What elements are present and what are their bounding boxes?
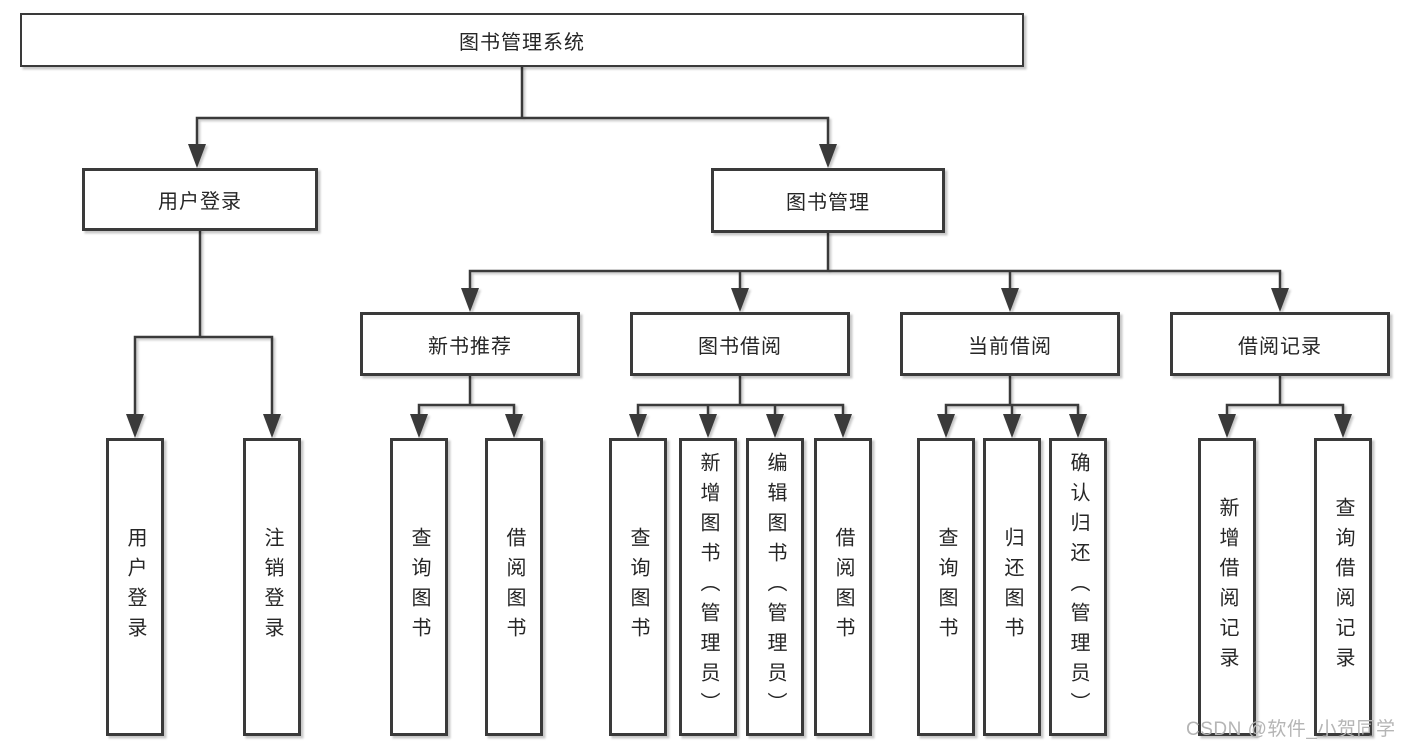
arrow-icon <box>1218 414 1236 438</box>
leaf-label: 用户登录 <box>124 527 146 647</box>
arrow-icon <box>461 288 479 312</box>
node-book-borrowing: 图书借阅 <box>630 312 850 376</box>
arrow-icon <box>505 414 523 438</box>
leaf-add-books-admin: 新增图书（管理员） <box>679 438 737 736</box>
leaf-user-login: 用户登录 <box>106 438 164 736</box>
leaf-current-query-books: 查询图书 <box>917 438 975 736</box>
leaf-edit-books-admin: 编辑图书（管理员） <box>746 438 804 736</box>
leaf-newrec-borrow-books: 借阅图书 <box>485 438 543 736</box>
leaf-label: 新增图书（管理员） <box>697 452 719 722</box>
connector-book-borrow-split <box>636 374 845 418</box>
node-library-management-system: 图书管理系统 <box>20 13 1024 67</box>
node-label: 当前借阅 <box>968 335 1052 358</box>
node-label: 图书管理 <box>786 192 870 214</box>
node-book-management-module: 图书管理 <box>711 168 945 233</box>
node-label: 图书借阅 <box>698 335 782 358</box>
leaf-label: 借阅图书 <box>832 527 854 647</box>
connector-book-management-split <box>468 231 1282 292</box>
leaf-label: 借阅图书 <box>503 527 525 647</box>
connector-user-login-split <box>133 229 274 418</box>
arrow-icon <box>263 414 281 438</box>
node-label: 借阅记录 <box>1238 335 1322 358</box>
arrow-icon <box>1003 414 1021 438</box>
arrow-icon <box>819 144 837 168</box>
leaf-label: 注销登录 <box>261 527 283 647</box>
node-label: 新书推荐 <box>428 335 512 358</box>
leaf-label: 归还图书 <box>1001 527 1023 647</box>
leaf-label: 新增借阅记录 <box>1216 497 1238 677</box>
arrow-icon <box>1334 414 1352 438</box>
csdn-watermark: CSDN @软件_小贺同学 <box>1186 719 1396 740</box>
arrow-icon <box>1271 288 1289 312</box>
arrow-icon <box>937 414 955 438</box>
node-label: 图书管理系统 <box>459 31 585 54</box>
arrow-icon <box>410 414 428 438</box>
leaf-return-books: 归还图书 <box>983 438 1041 736</box>
connector-new-book-split <box>417 374 516 418</box>
leaf-label: 编辑图书（管理员） <box>764 452 786 722</box>
node-user-login-module: 用户登录 <box>82 168 318 231</box>
leaf-query-borrow-record: 查询借阅记录 <box>1314 438 1372 736</box>
leaf-label: 查询借阅记录 <box>1332 497 1354 677</box>
leaf-borrow-query-books: 查询图书 <box>609 438 667 736</box>
connector-current-borrow-split <box>944 374 1080 418</box>
arrow-icon <box>629 414 647 438</box>
leaf-label: 查询图书 <box>408 527 430 647</box>
connector-borrow-records-split <box>1225 374 1345 418</box>
node-new-book-recommend: 新书推荐 <box>360 312 580 376</box>
arrow-icon <box>1001 288 1019 312</box>
leaf-add-borrow-record: 新增借阅记录 <box>1198 438 1256 736</box>
leaf-label: 查询图书 <box>627 527 649 647</box>
leaf-label: 查询图书 <box>935 527 957 647</box>
leaf-newrec-query-books: 查询图书 <box>390 438 448 736</box>
arrow-icon <box>1069 414 1087 438</box>
leaf-label: 确认归还（管理员） <box>1067 452 1089 722</box>
arrow-icon <box>834 414 852 438</box>
leaf-logout: 注销登录 <box>243 438 301 736</box>
arrow-icon <box>126 414 144 438</box>
connector-root-to-level2 <box>195 65 830 148</box>
leaf-confirm-return-admin: 确认归还（管理员） <box>1049 438 1107 736</box>
node-current-borrowing: 当前借阅 <box>900 312 1120 376</box>
arrow-icon <box>731 288 749 312</box>
node-borrow-records: 借阅记录 <box>1170 312 1390 376</box>
arrow-icon <box>766 414 784 438</box>
leaf-borrow-books: 借阅图书 <box>814 438 872 736</box>
arrow-icon <box>699 414 717 438</box>
arrow-icon <box>188 144 206 168</box>
node-label: 用户登录 <box>158 191 242 213</box>
